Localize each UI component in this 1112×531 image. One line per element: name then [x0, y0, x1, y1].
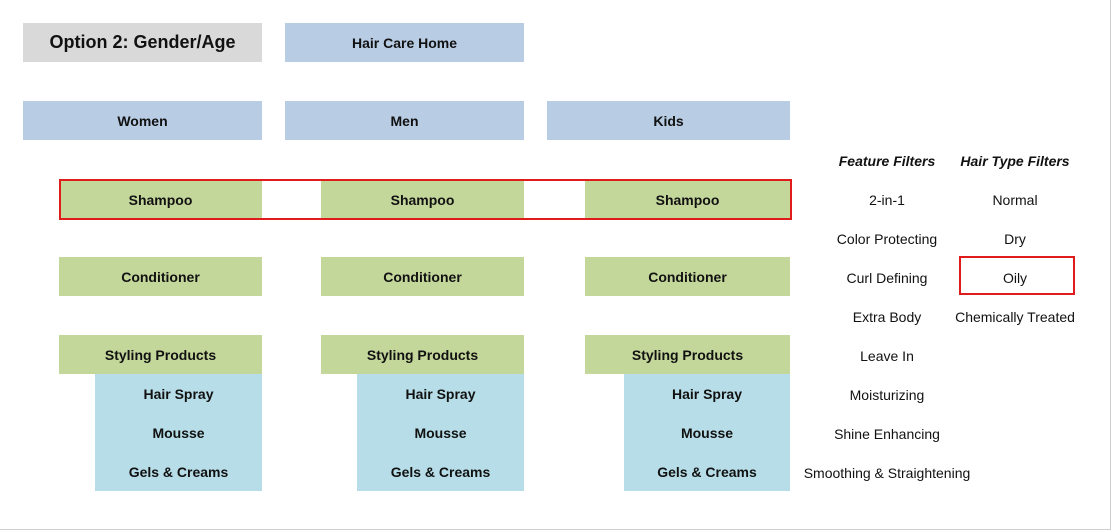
nav-kids[interactable]: Kids: [547, 101, 790, 140]
women-conditioner[interactable]: Conditioner: [59, 257, 262, 296]
kids-hair-spray[interactable]: Hair Spray: [624, 374, 790, 413]
oily-filter-highlight: [959, 256, 1075, 295]
feature-filter-leave-in[interactable]: Leave In: [860, 347, 914, 364]
kids-styling-products[interactable]: Styling Products: [585, 335, 790, 374]
women-shampoo[interactable]: Shampoo: [59, 180, 262, 219]
hair-type-filter-dry[interactable]: Dry: [1004, 230, 1026, 247]
men-shampoo[interactable]: Shampoo: [321, 180, 524, 219]
page-title: Option 2: Gender/Age: [23, 23, 262, 62]
feature-filters-heading: Feature Filters: [838, 152, 936, 169]
women-mousse[interactable]: Mousse: [95, 413, 262, 452]
women-gels-creams[interactable]: Gels & Creams: [95, 452, 262, 491]
men-conditioner[interactable]: Conditioner: [321, 257, 524, 296]
kids-gels-creams[interactable]: Gels & Creams: [624, 452, 790, 491]
men-styling-products[interactable]: Styling Products: [321, 335, 524, 374]
nav-women[interactable]: Women: [23, 101, 262, 140]
hair-type-filter-normal[interactable]: Normal: [992, 191, 1038, 208]
nav-men[interactable]: Men: [285, 101, 524, 140]
women-hair-spray[interactable]: Hair Spray: [95, 374, 262, 413]
feature-filter-shine-enhancing[interactable]: Shine Enhancing: [834, 425, 940, 442]
feature-filter-curl-defining[interactable]: Curl Defining: [846, 269, 928, 286]
feature-filter-color-protecting[interactable]: Color Protecting: [836, 230, 938, 247]
feature-filter-2-in-1[interactable]: 2-in-1: [869, 191, 905, 208]
women-styling-products[interactable]: Styling Products: [59, 335, 262, 374]
hair-type-filter-oily[interactable]: Oily: [1002, 269, 1028, 286]
shampoo-row-highlight: [59, 179, 792, 220]
hair-type-filter-chemically-treated[interactable]: Chemically Treated: [955, 308, 1075, 325]
kids-shampoo[interactable]: Shampoo: [585, 180, 790, 219]
kids-conditioner[interactable]: Conditioner: [585, 257, 790, 296]
feature-filter-smoothing-straightening[interactable]: Smoothing & Straightening: [803, 464, 971, 481]
men-gels-creams[interactable]: Gels & Creams: [357, 452, 524, 491]
men-mousse[interactable]: Mousse: [357, 413, 524, 452]
kids-mousse[interactable]: Mousse: [624, 413, 790, 452]
men-hair-spray[interactable]: Hair Spray: [357, 374, 524, 413]
hair-care-home-button[interactable]: Hair Care Home: [285, 23, 524, 62]
feature-filter-moisturizing[interactable]: Moisturizing: [849, 386, 925, 403]
feature-filter-extra-body[interactable]: Extra Body: [852, 308, 922, 325]
hair-type-filters-heading: Hair Type Filters: [960, 152, 1070, 169]
